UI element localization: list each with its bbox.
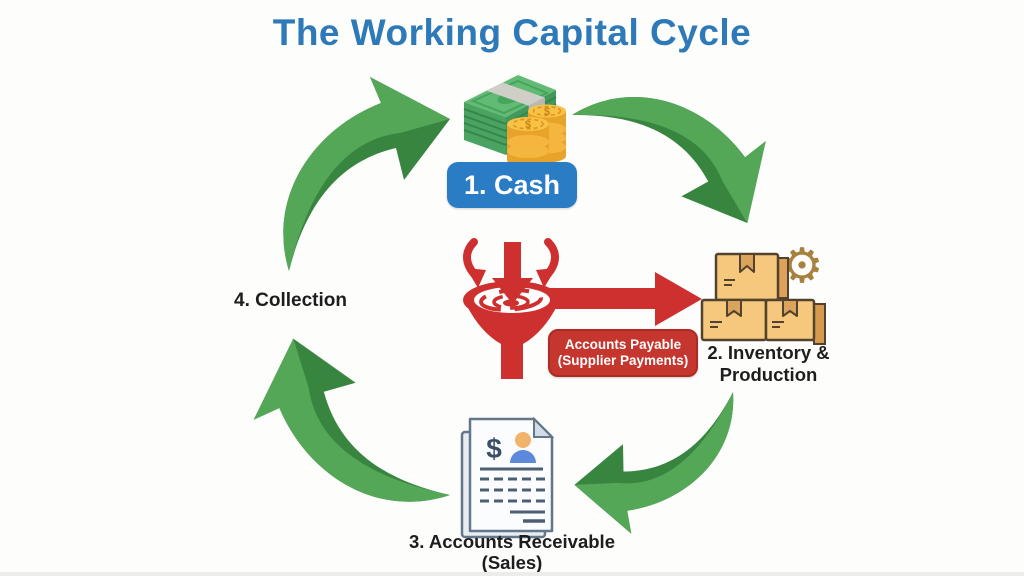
- inventory-label-line1: 2. Inventory &: [707, 342, 830, 363]
- arrow-receivable-to-collection: [251, 334, 451, 507]
- cash-stack-and-coins-icon: $ $: [463, 75, 566, 166]
- person-icon: [515, 432, 531, 448]
- dollar-symbol: $: [544, 106, 550, 118]
- bottom-edge-strip: [0, 572, 1024, 576]
- stage-label-inventory: 2. Inventory & Production: [686, 342, 851, 386]
- arrow-inventory-to-receivable: [566, 361, 738, 550]
- stage-label-cash: 1. Cash: [463, 169, 561, 200]
- inventory-boxes-and-gear-icon: ⚙: [700, 238, 826, 345]
- accounts-payable-line2: (Supplier Payments): [557, 353, 689, 368]
- inventory-label-line2: Production: [719, 364, 818, 385]
- page-title: The Working Capital Cycle: [272, 12, 752, 53]
- invoice-document-icon: $: [460, 416, 555, 539]
- stage-badge-cash: 1. Cash: [447, 162, 577, 208]
- accounts-payable-label: Accounts Payable (Supplier Payments): [548, 329, 698, 377]
- accounts-payable-line1: Accounts Payable: [564, 337, 682, 352]
- funnel-with-inflow-arrows-icon: [463, 238, 702, 379]
- arrow-collection-to-cash: [283, 77, 450, 271]
- stage-label-receivable: 3. Accounts Receivable (Sales): [398, 531, 626, 573]
- coin-stack-front: $: [507, 117, 549, 166]
- big-right-arrow-icon: [545, 272, 702, 326]
- dollar-symbol: $: [525, 119, 531, 131]
- receivable-label-line2: (Sales): [481, 552, 543, 573]
- stage-label-collection: 4. Collection: [234, 290, 347, 311]
- inflow-arrows: [463, 238, 559, 304]
- invoice-dollar-symbol: $: [486, 433, 502, 464]
- receivable-label-line1: 3. Accounts Receivable: [409, 531, 615, 552]
